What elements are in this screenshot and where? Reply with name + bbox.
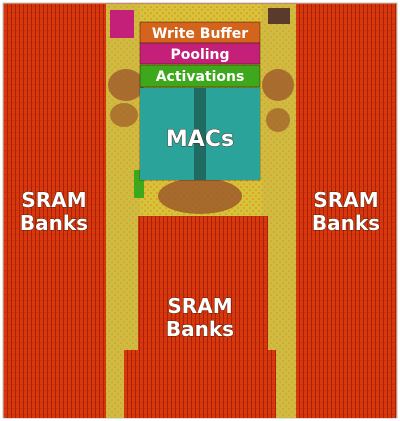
activations-label: Activations bbox=[156, 69, 245, 85]
activations-block bbox=[139, 64, 261, 88]
write-buffer-label: Write Buffer bbox=[152, 26, 248, 42]
dark-patch bbox=[268, 8, 290, 24]
brown-patch bbox=[266, 108, 290, 132]
right-sram-label-line1: SRAM bbox=[313, 188, 378, 212]
green-patch bbox=[134, 170, 144, 198]
left-sram-label-line2: Banks bbox=[20, 211, 88, 235]
brown-patch bbox=[110, 103, 138, 127]
right-sram-region bbox=[296, 4, 396, 418]
brown-patch bbox=[108, 69, 144, 101]
macs-label: MACs bbox=[166, 127, 234, 152]
magenta-patch bbox=[110, 10, 134, 38]
macs-block bbox=[139, 87, 261, 181]
right-sram-label-line2: Banks bbox=[312, 211, 380, 235]
bottom-sram-region bbox=[124, 216, 276, 418]
brown-patch bbox=[262, 69, 294, 101]
bottom-sram-label-line2: Banks bbox=[166, 317, 234, 341]
pooling-block bbox=[139, 42, 261, 65]
left-sram-label-line1: SRAM bbox=[21, 188, 86, 212]
pooling-label: Pooling bbox=[170, 47, 229, 63]
brown-patch bbox=[158, 178, 242, 214]
left-sram-region bbox=[4, 4, 106, 418]
bottom-sram-label-line1: SRAM bbox=[167, 294, 232, 318]
